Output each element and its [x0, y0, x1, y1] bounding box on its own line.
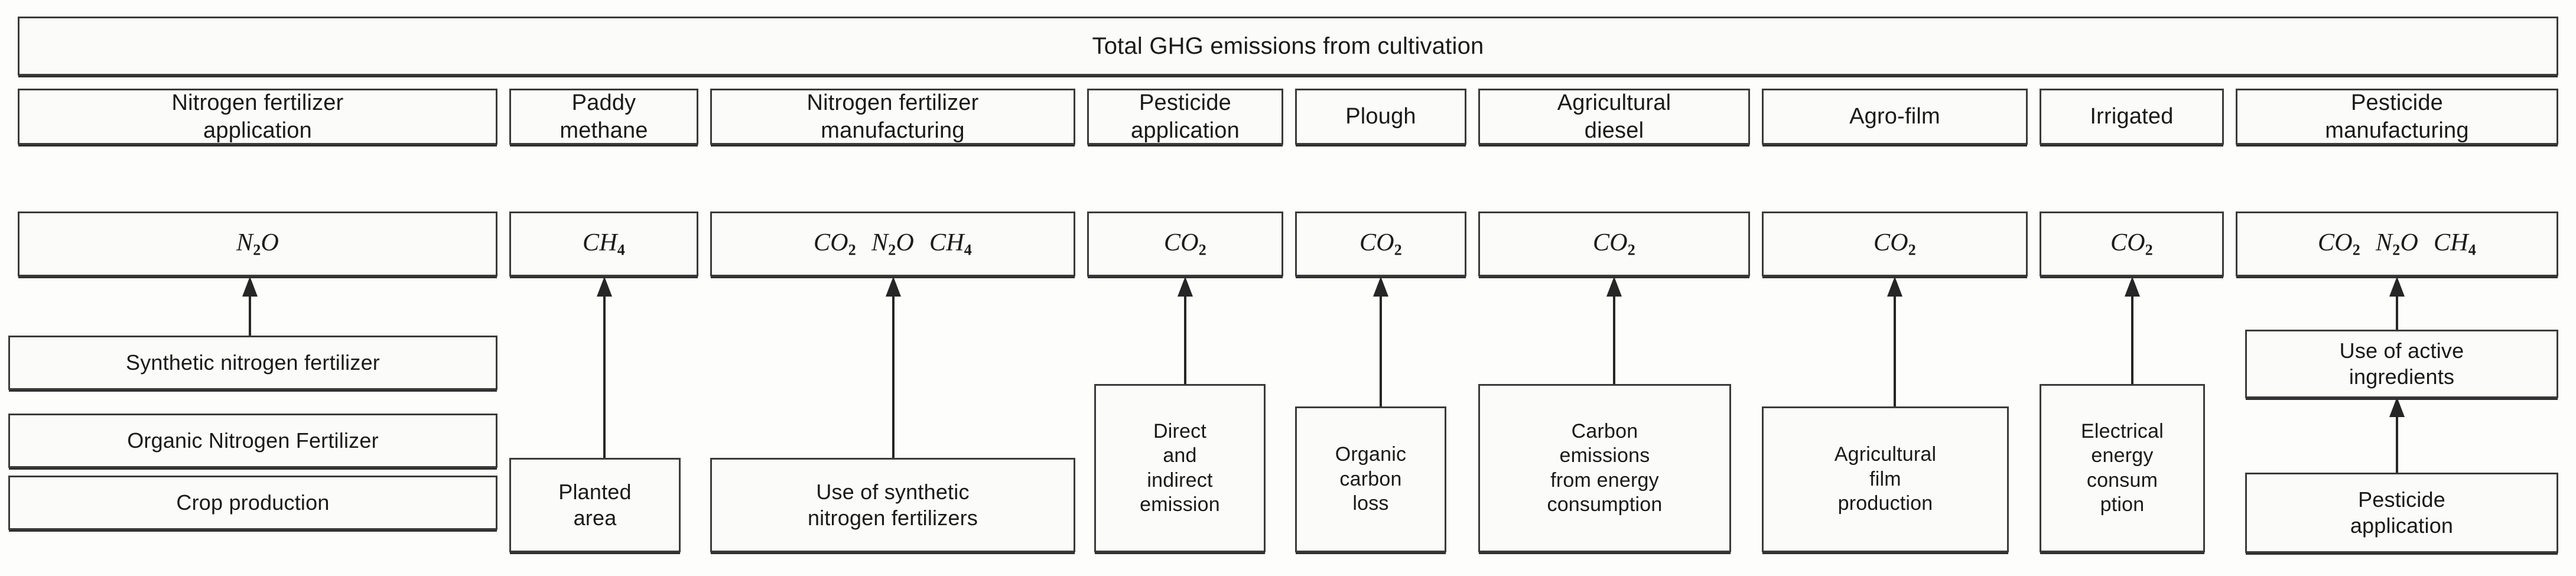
arrow-shaft: [1894, 294, 1896, 408]
process-box-nitrogen-fertilizer-application: Nitrogen fertilizer application: [18, 89, 497, 145]
arrow-head-icon: [1178, 276, 1193, 297]
process-label: Irrigated: [2090, 104, 2174, 129]
process-label: Nitrogen fertilizer manufacturing: [806, 90, 979, 143]
process-box-agricultural-diesel: Agricultural diesel: [1478, 89, 1750, 145]
arrow-connector-paddy-methane: [594, 276, 614, 459]
arrow-connector-plough: [1371, 276, 1391, 408]
process-label: Nitrogen fertilizer application: [171, 90, 344, 143]
arrow-connector-irrigated: [2122, 276, 2142, 385]
arrow-head-icon: [597, 276, 612, 297]
gas-box-nitrogen-fertilizer-application: N2O: [18, 211, 497, 276]
gas-formula: CO2: [2110, 229, 2153, 259]
gas-formula: CO2: [1164, 229, 1206, 259]
source-label: Organic Nitrogen Fertilizer: [127, 428, 379, 453]
arrow-head-icon: [1887, 276, 1902, 297]
process-box-plough: Plough: [1295, 89, 1466, 145]
process-label: Plough: [1345, 104, 1416, 129]
source-label: Planted area: [558, 480, 632, 530]
arrow-head-icon: [1606, 276, 1622, 297]
process-box-pesticide-manufacturing: Pesticide manufacturing: [2236, 89, 2558, 145]
source-box-crop-production: Crop production: [8, 476, 497, 530]
arrow-head-icon: [2125, 276, 2140, 297]
arrow-connector-pesticide-application: [1175, 276, 1195, 385]
process-label: Paddy methane: [560, 90, 648, 143]
process-box-irrigated: Irrigated: [2040, 89, 2224, 145]
arrow-shaft: [2396, 294, 2398, 331]
arrow-head-icon: [2389, 276, 2405, 297]
process-box-pesticide-application: Pesticide application: [1087, 89, 1283, 145]
arrow-shaft: [2396, 415, 2398, 474]
source-label: Crop production: [176, 490, 330, 515]
process-box-agro-film: Agro-film: [1762, 89, 2028, 145]
gas-formula: CO2: [1593, 229, 1635, 259]
arrow-shaft: [2131, 294, 2133, 385]
arrow-connector-pesticide-manufacturing: [2387, 276, 2407, 331]
source-box-agricultural-film-production: Agricultural film production: [1762, 406, 2009, 552]
diagram-title-box: Total GHG emissions from cultivation: [18, 17, 2558, 76]
gas-box-agro-film: CO2: [1762, 211, 2028, 276]
source-label: Direct and indirect emission: [1140, 419, 1220, 516]
source-box-pesticide-application-bottom: Pesticide application: [2245, 473, 2558, 553]
gas-formula: N2O: [236, 229, 279, 259]
source-label: Use of synthetic nitrogen fertilizers: [807, 480, 978, 530]
gas-box-plough: CO2: [1295, 211, 1466, 276]
source-box-organic-carbon-loss: Organic carbon loss: [1295, 406, 1446, 552]
arrow-head-icon: [2389, 397, 2405, 417]
arrow-shaft: [1380, 294, 1382, 408]
source-label: Electrical energy consum ption: [2081, 419, 2164, 516]
process-label: Pesticide application: [1131, 90, 1240, 143]
arrow-head-icon: [1373, 276, 1388, 297]
process-label: Pesticide manufacturing: [2325, 90, 2469, 143]
arrow-shaft: [249, 294, 251, 337]
arrow-shaft: [603, 294, 606, 459]
source-box-organic-nitrogen-fertilizer: Organic Nitrogen Fertilizer: [8, 414, 497, 468]
source-box-use-of-active-ingredients: Use of active ingredients: [2245, 330, 2558, 398]
arrow-shaft: [892, 294, 895, 459]
source-label: Pesticide application: [2350, 487, 2454, 538]
page-title: Total GHG emissions from cultivation: [1092, 32, 1484, 59]
arrow-shaft: [1613, 294, 1615, 385]
source-box-planted-area: Planted area: [509, 458, 681, 552]
source-label: Use of active ingredients: [2339, 339, 2464, 389]
source-box-synthetic-nitrogen-fertilizer: Synthetic nitrogen fertilizer: [8, 336, 497, 390]
arrow-shaft: [1184, 294, 1186, 385]
gas-formula: CO2: [1874, 229, 1916, 259]
source-box-carbon-emissions-from-energy-consumption: Carbon emissions from energy consumption: [1478, 384, 1731, 552]
arrow-connector-nitrogen-fertilizer-manufacturing: [883, 276, 903, 459]
process-label: Agro-film: [1849, 104, 1940, 129]
arrow-connector-nitrogen-fertilizer-application: [240, 276, 260, 337]
arrow-connector-agro-film: [1885, 276, 1905, 408]
gas-formula: CO2: [1359, 229, 1402, 259]
arrow-connector-agricultural-diesel: [1604, 276, 1624, 385]
gas-box-agricultural-diesel: CO2: [1478, 211, 1750, 276]
source-label: Synthetic nitrogen fertilizer: [126, 350, 380, 375]
process-box-paddy-methane: Paddy methane: [509, 89, 698, 145]
gas-box-pesticide-application: CO2: [1087, 211, 1283, 276]
source-box-use-of-synthetic-nitrogen-fertilizers: Use of synthetic nitrogen fertilizers: [710, 458, 1075, 552]
source-label: Carbon emissions from energy consumption: [1547, 419, 1663, 516]
process-box-nitrogen-fertilizer-manufacturing: Nitrogen fertilizer manufacturing: [710, 89, 1075, 145]
arrow-head-icon: [242, 276, 258, 297]
source-box-electrical-energy-consumption: Electrical energy consum ption: [2040, 384, 2205, 552]
gas-formula: CH4: [583, 229, 625, 259]
source-box-direct-and-indirect-emission: Direct and indirect emission: [1094, 384, 1266, 552]
process-label: Agricultural diesel: [1557, 90, 1671, 143]
gas-box-paddy-methane: CH4: [509, 211, 698, 276]
source-label: Organic carbon loss: [1335, 443, 1407, 515]
arrow-connector-pesticide-application-to-active-ingredients: [2387, 397, 2407, 474]
arrow-head-icon: [886, 276, 901, 297]
source-label: Agricultural film production: [1834, 443, 1937, 515]
gas-box-irrigated: CO2: [2040, 211, 2224, 276]
